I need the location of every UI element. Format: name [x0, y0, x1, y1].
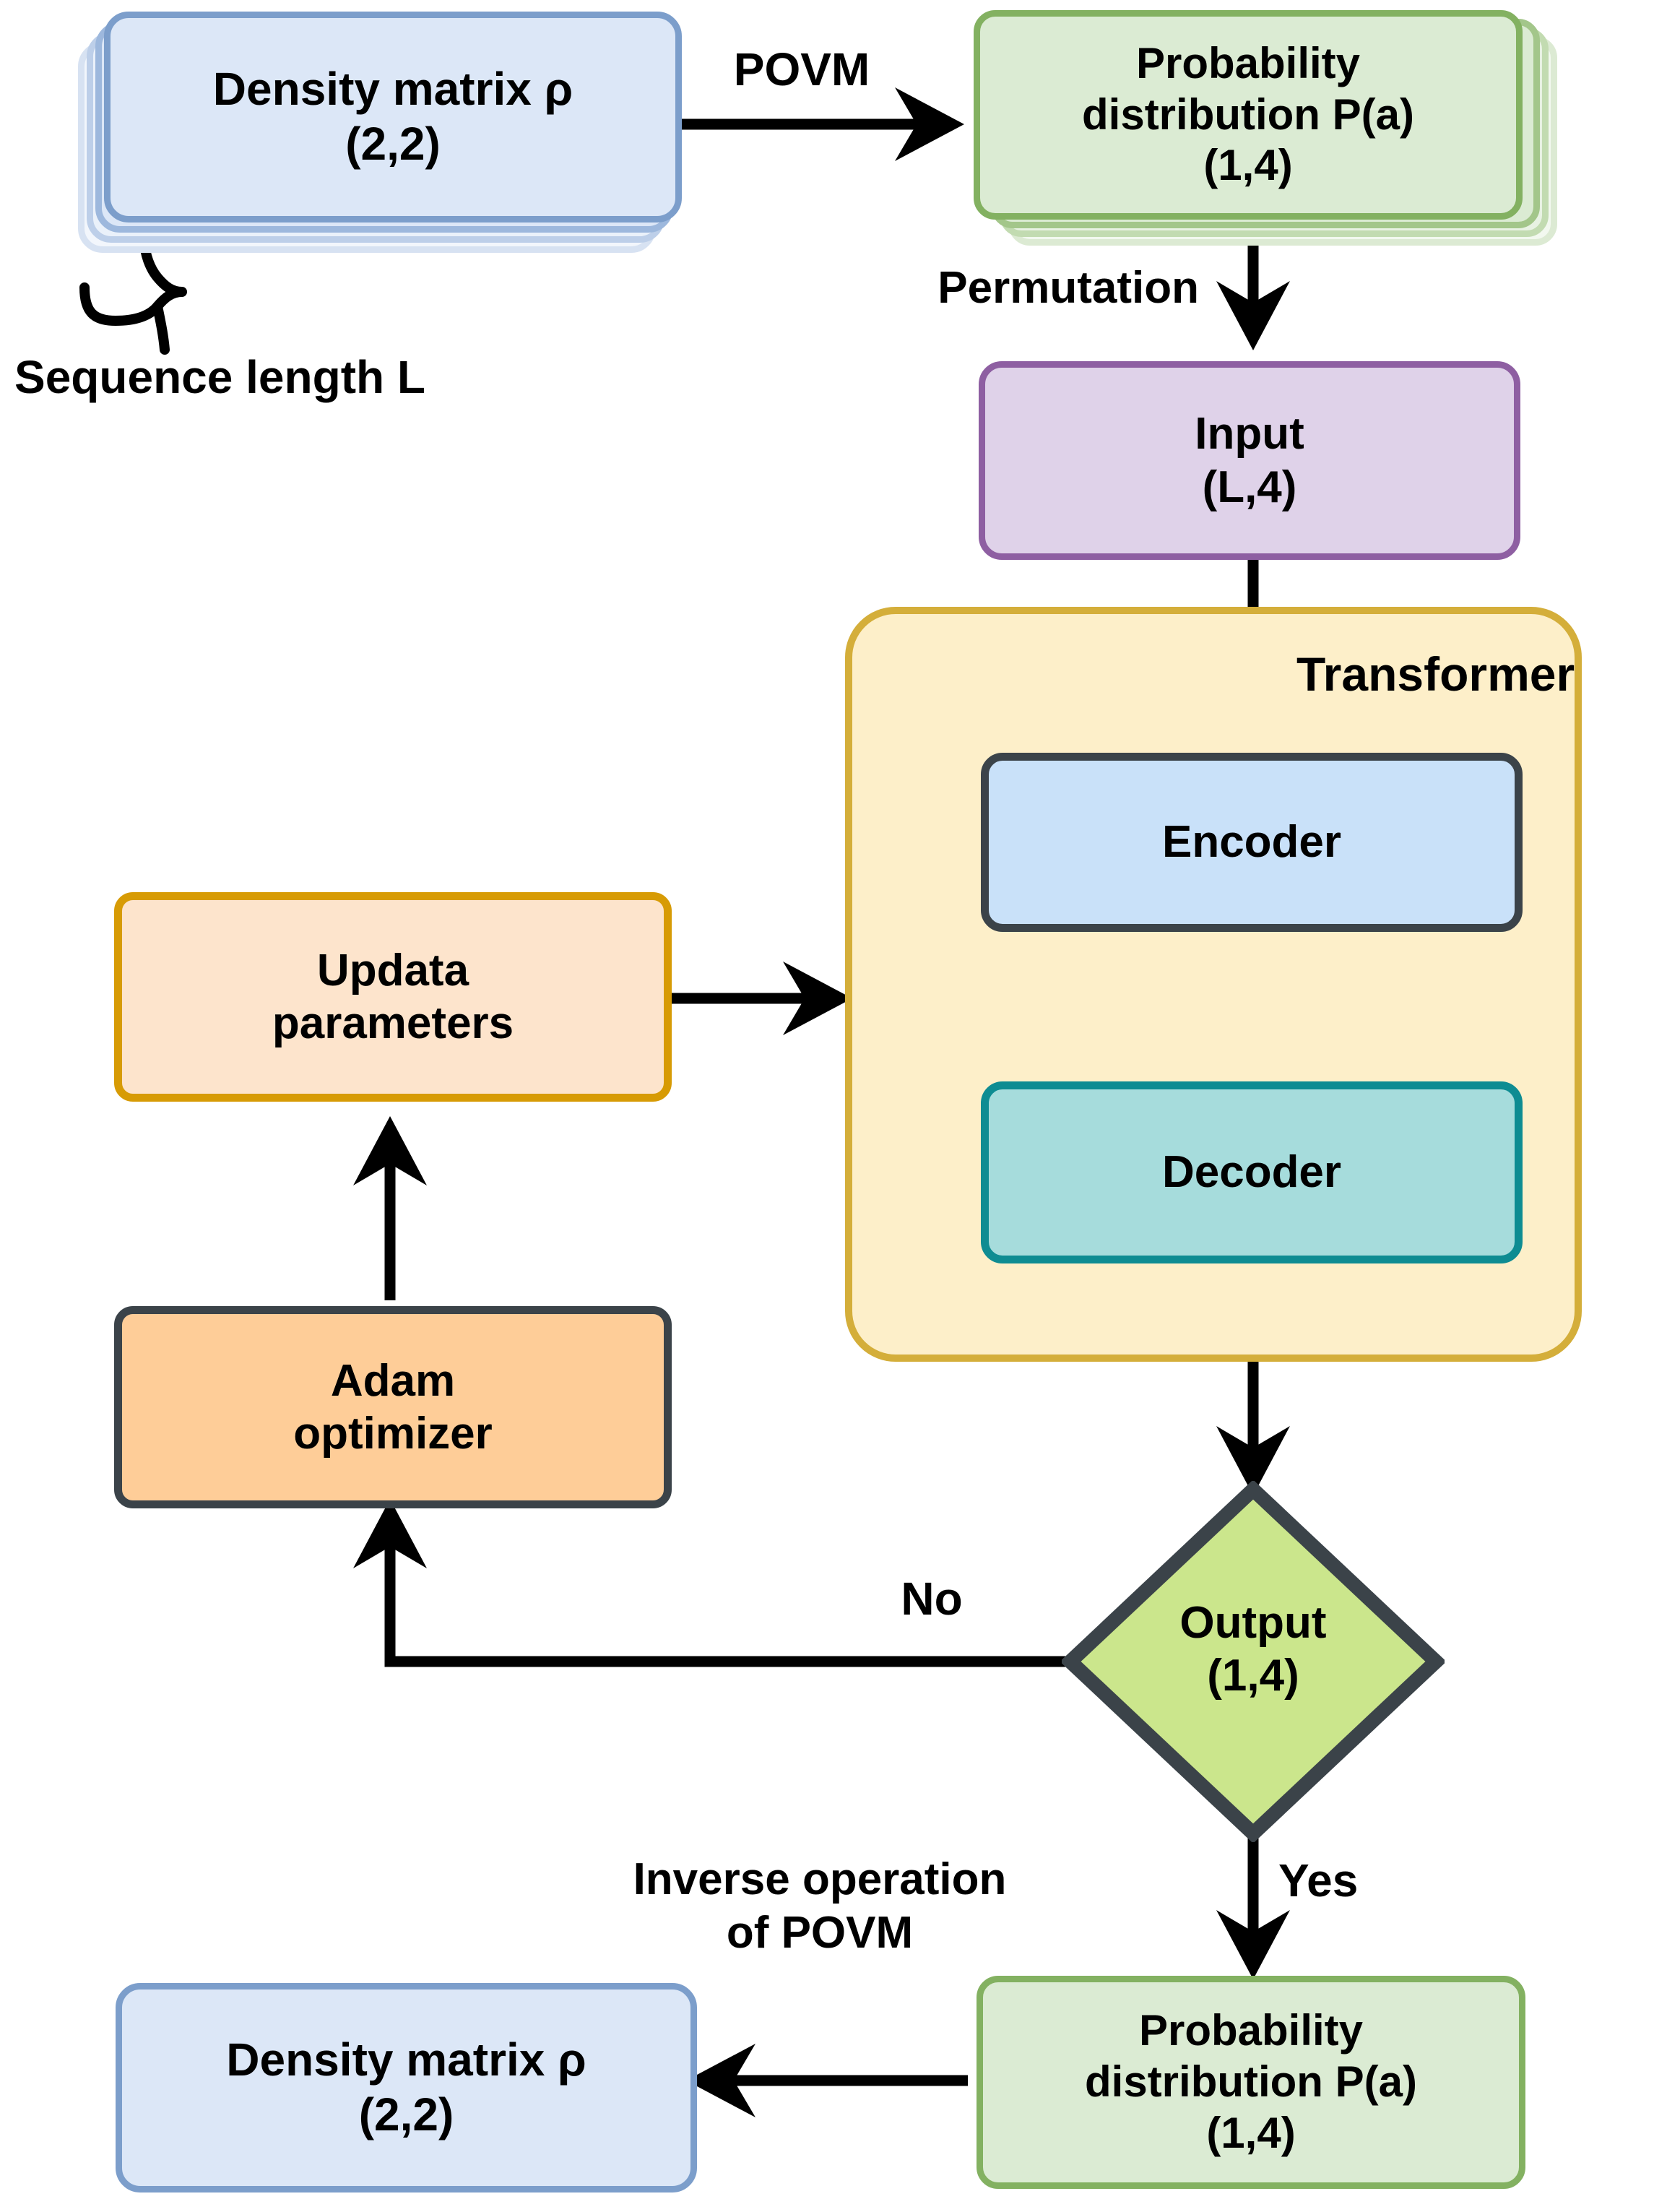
sequence-length-label: Sequence length L [14, 351, 425, 403]
transformer-label: Transformer [1296, 647, 1575, 701]
node-input[interactable]: Input (L,4) [979, 361, 1520, 560]
node-density-matrix-input[interactable]: Density matrix ρ (2,2) [104, 12, 682, 223]
node-updata-parameters[interactable]: Updata parameters [114, 892, 672, 1102]
node-decoder[interactable]: Decoder [981, 1081, 1523, 1263]
node-density-matrix-output[interactable]: Density matrix ρ (2,2) [116, 1983, 697, 2192]
edge-label-permutation: Permutation [938, 263, 1199, 313]
node-adam-optimizer[interactable]: Adam optimizer [114, 1306, 672, 1508]
edge-label-no: No [901, 1573, 963, 1625]
edge-label-yes: Yes [1278, 1854, 1359, 1906]
output-decision-label: Output (1,4) [1179, 1598, 1327, 1701]
node-probability-distribution-top[interactable]: Probability distribution P(a) (1,4) [974, 10, 1523, 220]
edge-label-inverse-povm: Inverse operation of POVM [633, 1854, 1007, 1958]
sequence-length-brace-icon [79, 235, 187, 355]
node-probability-distribution-bottom[interactable]: Probability distribution P(a) (1,4) [977, 1976, 1525, 2189]
node-output-decision[interactable]: Output (1,4) [1060, 1479, 1447, 1844]
edge-label-povm: POVM [733, 43, 870, 95]
diamond-shape-icon [1060, 1479, 1447, 1844]
node-encoder[interactable]: Encoder [981, 753, 1523, 932]
